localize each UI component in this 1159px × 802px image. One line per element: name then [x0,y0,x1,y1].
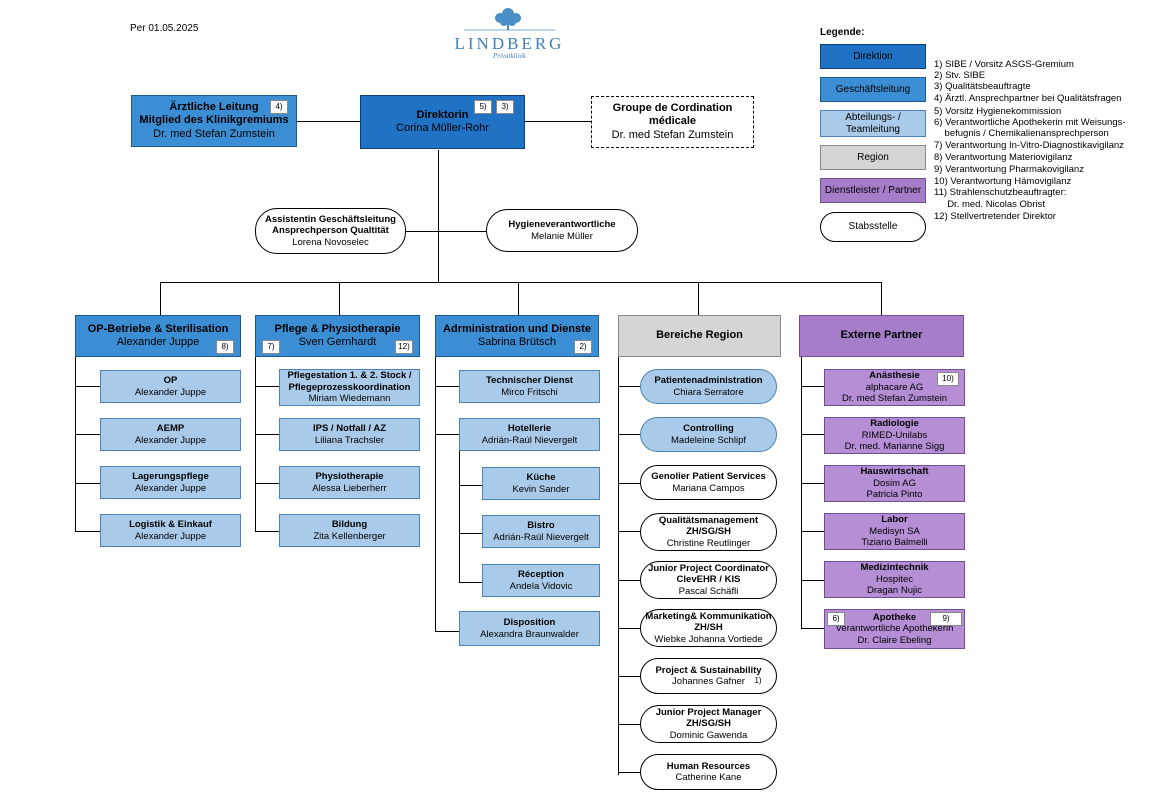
footnote-badge: 4) [270,100,288,114]
legend-stabsstelle: Stabsstelle [820,212,926,242]
team-technischer-dienst[interactable]: Technischer Dienst Mirco Fritschi [459,370,600,403]
bereiche-region-head[interactable]: Bereiche Region [618,315,781,357]
team-reception[interactable]: Réception Andela Vidovic [482,564,600,597]
legend-geschaeftsleitung: Geschäftsleitung [820,77,926,102]
partner-radiologie[interactable]: Radiologie RIMED-Unilabs Dr. med. Marian… [824,417,965,454]
team-pflegestation[interactable]: Pflegestation 1. & 2. Stock / Pflegeproz… [279,369,420,406]
partner-apotheke[interactable]: Apotheke Verantwortliche Apothekerin Dr.… [824,609,965,649]
logo-name: LINDBERG [454,34,565,53]
footnote-badge: 6) [827,612,845,626]
lindberg-logo: LINDBERG Privatklinik [452,6,567,62]
partner-anaesthesie[interactable]: Anästhesie alphacare AG Dr. med Stefan Z… [824,369,965,406]
footnote-badge: 1) [754,676,762,685]
legend-abteilungsleitung: Abteilungs- / Teamleitung [820,110,926,137]
footnote-badge: 7) [262,340,280,354]
region-patientenadministration[interactable]: Patientenadministration Chiara Serratore [640,369,777,404]
region-junior-manager[interactable]: Junior Project Manager ZH/SG/SH Dominic … [640,705,777,743]
footnote-badge: 10) [937,372,959,386]
groupe-coordination-box[interactable]: Groupe de Cordination médicale Dr. med S… [591,96,754,148]
director-box[interactable]: Direktorin Corina Müller-Rohr 5) 3) [360,95,525,149]
region-junior-coordinator[interactable]: Junior Project Coordinator ClevEHR / KIS… [640,561,777,599]
administration-head[interactable]: Adrministration und Dienste Sabrina Brüt… [435,315,599,357]
legend-dienstleister: Dienstleister / Partner [820,178,926,203]
footnote-badge: 5) [474,100,492,114]
footnote-badge: 3) [496,100,514,114]
footnote-badge: 8) [216,340,234,354]
op-betriebe-head[interactable]: OP-Betriebe & Sterilisation Alexander Ju… [75,315,241,357]
externe-partner-head[interactable]: Externe Partner [799,315,964,357]
legend-direktion: Direktion [820,44,926,69]
assistant-box[interactable]: Assistentin Geschäftsleitung Ansprechper… [255,208,406,254]
legend-region: Region [820,145,926,170]
region-project-sustainability[interactable]: Project & Sustainability Johannes Gafner… [640,658,777,694]
legend-title: Legende: [820,27,865,38]
tree-icon [464,8,555,31]
team-aemp[interactable]: AEMP Alexander Juppe [100,418,241,451]
region-genolier[interactable]: Genolier Patient Services Mariana Campos [640,465,777,500]
region-human-resources[interactable]: Human Resources Catherine Kane [640,754,777,790]
date-label: Per 01.05.2025 [130,23,199,34]
team-hotellerie[interactable]: Hotellerie Adrián-Raúl Nievergelt [459,418,600,451]
pflege-head[interactable]: Pflege & Physiotherapie Sven Gernhardt 7… [255,315,420,357]
region-qualitaetsmanagement[interactable]: Qualitätsmanagement ZH/SG/SH Christine R… [640,513,777,551]
team-bildung[interactable]: Bildung Zita Kellenberger [279,514,420,547]
hygiene-box[interactable]: Hygieneverantwortliche Melanie Müller [486,209,638,252]
team-lagerungspflege[interactable]: Lagerungspflege Alexander Juppe [100,466,241,499]
region-marketing[interactable]: Marketing& Kommunikation ZH/SH Wiebke Jo… [640,609,777,647]
team-logistik[interactable]: Logistik & Einkauf Alexander Juppe [100,514,241,547]
footnote-badge: 12) [395,340,413,354]
partner-medizintechnik[interactable]: Medizintechnik Hospitec Dragan Nujic [824,561,965,598]
team-bistro[interactable]: Bistro Adrián-Raúl Nievergelt [482,515,600,548]
logo-sub: Privatklinik [492,52,527,60]
team-physiotherapie[interactable]: Physiotherapie Alessa Lieberherr [279,466,420,499]
partner-hauswirtschaft[interactable]: Hauswirtschaft Dosim AG Patricia Pinto [824,465,965,502]
team-kueche[interactable]: Küche Kevin Sander [482,467,600,500]
team-ips[interactable]: IPS / Notfall / AZ Liliana Trachsler [279,418,420,451]
medical-director-box[interactable]: Ärztliche Leitung Mitglied des Klinikgre… [131,95,297,147]
partner-labor[interactable]: Labor Medisyn SA Tiziano Balmelli [824,513,965,550]
team-disposition[interactable]: Disposition Alexandra Braunwalder [459,611,600,646]
footnote-badge: 9) [930,612,962,626]
team-op[interactable]: OP Alexander Juppe [100,370,241,403]
region-controlling[interactable]: Controlling Madeleine Schlipf [640,417,777,452]
footnote-badge: 2) [574,340,592,354]
